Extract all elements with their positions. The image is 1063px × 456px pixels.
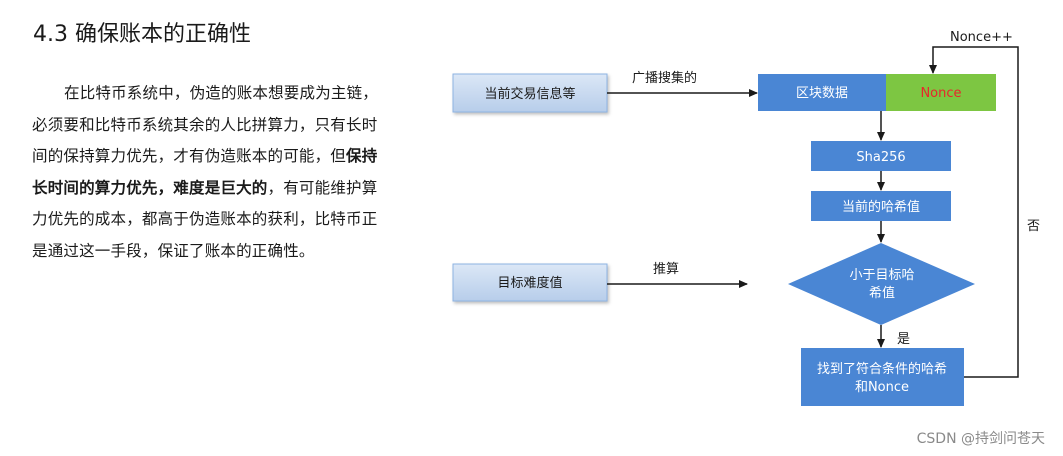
node-nonce-box xyxy=(886,74,996,111)
edge-label-broadcast: 广播搜集的 xyxy=(632,70,697,86)
body-paragraph: 在比特币系统中，伪造的账本想要成为主链，必须要和比特币系统其余的人比拼算力，只有… xyxy=(32,78,392,267)
node-compare-label-line1: 小于目标哈 xyxy=(849,268,914,283)
node-found: 找到了符合条件的哈希 和Nonce xyxy=(801,348,964,406)
node-current-hash-box xyxy=(811,191,951,221)
section-title: 4.3 确保账本的正确性 xyxy=(33,22,251,47)
node-found-label-line1: 找到了符合条件的哈希 xyxy=(817,361,947,377)
node-nonce-label: Nonce xyxy=(920,86,961,101)
node-current-hash: 当前的哈希值 xyxy=(811,191,951,221)
node-compare-label-line2: 希值 xyxy=(869,285,895,301)
node-target-difficulty-label: 目标难度值 xyxy=(497,275,562,291)
edge-loop-nonce-increment xyxy=(929,46,1019,378)
node-sha256-label: Sha256 xyxy=(856,150,905,165)
node-block: 区块数据 Nonce xyxy=(758,74,996,111)
node-tx-info-label: 当前交易信息等 xyxy=(484,86,575,102)
node-target-difficulty: 目标难度值 xyxy=(452,263,608,302)
node-compare: 小于目标哈 希值 xyxy=(788,243,975,325)
paragraph-text-end: ，有可能维护算力优先的成本，都高于伪造账本的获利，比特币正是通过这一手段，保证了… xyxy=(32,178,378,260)
edge-label-no: 否 xyxy=(1027,219,1040,234)
node-found-box xyxy=(801,348,964,406)
node-sha256-box xyxy=(811,141,951,171)
paragraph-text-bold: 保持长时间的算力优先，难度是巨大的 xyxy=(32,147,378,197)
node-tx-info-box xyxy=(452,73,608,113)
edge-label-derive: 推算 xyxy=(653,262,679,277)
watermark: CSDN @持剑问苍天 xyxy=(916,431,1045,447)
edge-label-yes: 是 xyxy=(897,332,910,347)
paragraph-text-start: 在比特币系统中，伪造的账本想要成为主链，必须要和比特币系统其余的人比拼算力，只有… xyxy=(32,84,379,165)
node-found-label-line2: 和Nonce xyxy=(855,380,909,395)
node-target-difficulty-box xyxy=(452,263,608,302)
node-block-data-label: 区块数据 xyxy=(796,86,848,101)
node-tx-info: 当前交易信息等 xyxy=(452,73,608,113)
node-compare-diamond xyxy=(788,243,975,325)
node-sha256: Sha256 xyxy=(811,141,951,171)
node-block-data-box xyxy=(758,74,886,111)
edge-label-nonce-increment: Nonce++ xyxy=(950,30,1013,45)
node-current-hash-label: 当前的哈希值 xyxy=(842,199,920,215)
